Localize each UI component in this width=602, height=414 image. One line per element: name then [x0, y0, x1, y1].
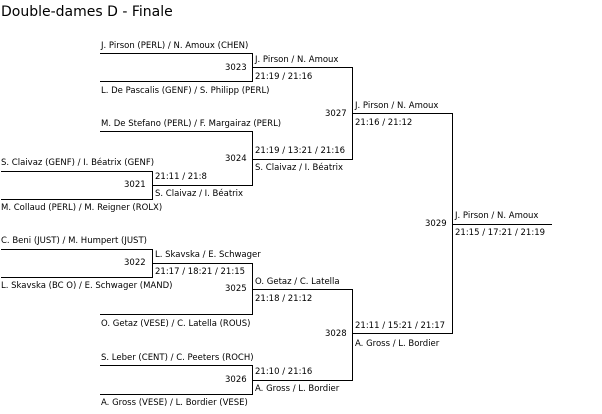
line [1, 277, 153, 278]
player-pair-name: O. Getaz (VESE) / C. Latella (ROUS) [101, 319, 251, 329]
winner-name: A. Gross / L. Bordier [355, 339, 440, 349]
match-score: 21:11 / 21:8 [155, 172, 207, 182]
winner-name: S. Claivaz / I. Béatrix [255, 163, 344, 173]
match-score: 21:19 / 13:21 / 21:16 [255, 146, 346, 156]
match-number: 3029 [425, 219, 447, 229]
line [100, 394, 253, 395]
match-score: 21:10 / 21:16 [255, 367, 313, 377]
winner-name: L. Skavska / E. Schwager [155, 250, 261, 260]
line [1, 171, 153, 172]
final-score: 21:15 / 17:21 / 21:19 [455, 228, 546, 238]
player-pair-name: A. Gross (VESE) / L. Bordier (VESE) [101, 398, 248, 408]
line [152, 263, 253, 264]
match-number: 3024 [225, 154, 247, 164]
line [152, 185, 253, 186]
match-number: 3026 [225, 375, 247, 385]
winner-name: O. Getaz / C. Latella [255, 277, 340, 287]
player-pair-name: J. Pirson (PERL) / N. Amoux (CHEN) [101, 41, 249, 51]
winner-name: A. Gross / L. Bordier [255, 384, 340, 394]
line [352, 289, 353, 381]
match-score: 21:11 / 15:21 / 21:17 [355, 321, 446, 331]
match-score: 21:19 / 21:16 [255, 72, 313, 82]
line [100, 81, 253, 82]
match-score: 21:17 / 18:21 / 21:15 [155, 267, 246, 277]
player-pair-name: M. Collaud (PERL) / M. Reigner (ROLX) [1, 203, 163, 213]
line [252, 380, 353, 381]
champion-name: J. Pirson / N. Amoux [455, 211, 539, 221]
player-pair-name: M. De Stefano (PERL) / F. Margairaz (PER… [101, 119, 282, 129]
match-number: 3025 [225, 284, 247, 294]
page-title: Double-dames D - Finale [1, 4, 173, 20]
match-number: 3023 [225, 63, 247, 73]
match-number: 3021 [124, 180, 146, 190]
line [100, 131, 253, 132]
line [352, 333, 453, 334]
winner-name: S. Claivaz / I. Béatrix [155, 189, 244, 199]
line [252, 159, 353, 160]
line [352, 113, 453, 114]
player-pair-name: S. Leber (CENT) / C. Peeters (ROCH) [101, 353, 254, 363]
player-pair-name: S. Claivaz (GENF) / I. Béatrix (GENF) [1, 158, 155, 168]
line [1, 249, 153, 250]
match-score: 21:18 / 21:12 [255, 294, 313, 304]
winner-name: J. Pirson / N. Amoux [255, 55, 339, 65]
line [100, 53, 253, 54]
player-pair-name: L. De Pascalis (GENF) / S. Philipp (PERL… [101, 86, 270, 96]
line [252, 289, 353, 290]
match-number: 3022 [124, 258, 146, 268]
line [100, 365, 253, 366]
line [1, 199, 153, 200]
player-pair-name: L. Skavska (BC O) / E. Schwager (MAND) [1, 281, 173, 291]
line [252, 159, 253, 186]
match-number: 3027 [325, 109, 347, 119]
match-number: 3028 [325, 329, 347, 339]
line [252, 67, 353, 68]
line [452, 113, 453, 334]
winner-name: J. Pirson / N. Amoux [355, 101, 439, 111]
match-score: 21:16 / 21:12 [355, 118, 413, 128]
line [100, 314, 253, 315]
line [252, 131, 253, 160]
player-pair-name: C. Beni (JUST) / M. Humpert (JUST) [1, 236, 147, 246]
line [452, 224, 552, 225]
